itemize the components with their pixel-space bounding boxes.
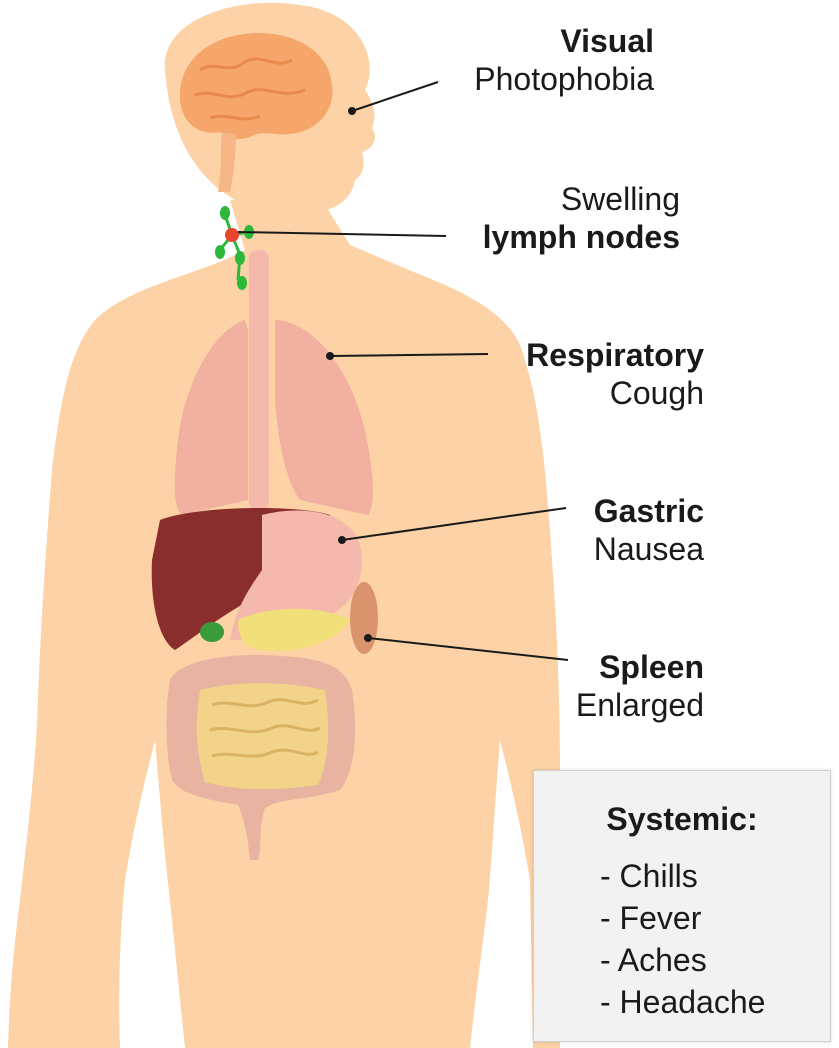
small-intestine	[197, 683, 328, 789]
gallbladder	[200, 622, 224, 642]
label-visual-symptom: Photophobia	[440, 60, 654, 98]
label-spleen-symptom: Enlarged	[540, 686, 704, 724]
label-respiratory-symptom: Cough	[490, 374, 704, 412]
systemic-title: Systemic:	[534, 801, 830, 838]
systemic-item: - Headache	[600, 981, 765, 1023]
label-respiratory-title: Respiratory	[490, 336, 704, 374]
systemic-item: - Chills	[600, 855, 765, 897]
label-gastric-symptom: Nausea	[540, 530, 704, 568]
systemic-item: - Aches	[600, 939, 765, 981]
label-lymph: Swelling lymph nodes	[450, 180, 680, 256]
label-gastric-title: Gastric	[540, 492, 704, 530]
label-gastric: Gastric Nausea	[540, 492, 704, 568]
systemic-item: - Fever	[600, 897, 765, 939]
label-lymph-title: lymph nodes	[450, 218, 680, 256]
label-spleen: Spleen Enlarged	[540, 648, 704, 724]
swollen-lymph-node	[225, 228, 239, 242]
label-visual: Visual Photophobia	[440, 22, 654, 98]
label-spleen-title: Spleen	[540, 648, 704, 686]
label-respiratory: Respiratory Cough	[490, 336, 704, 412]
systemic-list: - Chills - Fever - Aches - Headache	[600, 855, 765, 1023]
systemic-symptoms-box: Systemic: - Chills - Fever - Aches - Hea…	[533, 770, 831, 1042]
label-lymph-symptom: Swelling	[450, 180, 680, 218]
trachea	[249, 250, 269, 510]
spleen	[350, 582, 378, 654]
label-visual-title: Visual	[440, 22, 654, 60]
